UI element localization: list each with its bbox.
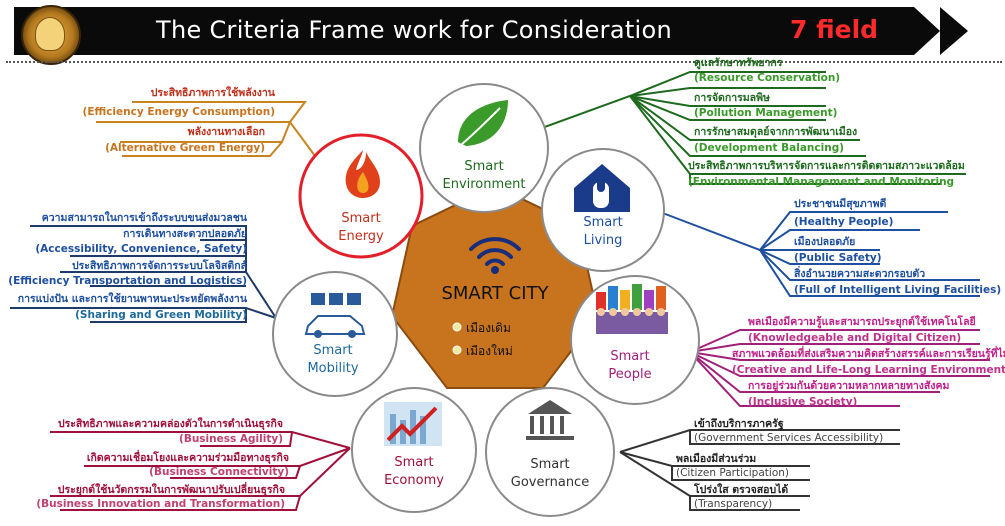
living-item-th: สิ่งอำนวยความสะดวกรอบตัว xyxy=(794,268,926,280)
seal-emblem-icon xyxy=(35,17,65,51)
car-icon xyxy=(304,293,366,338)
header-bar xyxy=(14,7,914,55)
energy-item-th: พลังงานทางเลือก xyxy=(187,126,265,138)
energy-item-en: (Efficiency Energy Consumption) xyxy=(82,106,275,118)
crowd-icon xyxy=(596,284,668,334)
government-building-icon xyxy=(526,400,574,440)
node-governance-circle xyxy=(485,387,615,517)
node-environment: Smart Environment xyxy=(442,158,525,194)
center-item-old-city: เมืองเดิม xyxy=(466,321,511,335)
environment-item-th: ดูแลรักษาทรัพยากร xyxy=(694,57,783,69)
living-item-th: เมืองปลอดภัย xyxy=(794,236,856,248)
living-item-en: (Public Safety) xyxy=(794,252,882,264)
leaf-icon xyxy=(458,100,508,146)
governance-item-en: (Government Services Accessibility) xyxy=(694,432,884,444)
people-item-th: สภาพแวดล้อมที่ส่งเสริมความคิดสร้างสรรค์แ… xyxy=(732,348,1005,360)
mobility-item-th: ประสิทธิภาพการจัดการระบบโลจิสติกส์ xyxy=(71,260,247,272)
node-label-line: Smart xyxy=(464,159,504,174)
node-people: Smart People xyxy=(608,348,651,384)
node-label-line: Smart xyxy=(530,457,570,472)
environment-item-th: ประสิทธิภาพการบริหารจัดการและการติดตามสภ… xyxy=(688,160,965,172)
people-item-en: (Inclusive Society) xyxy=(748,396,858,408)
living-item-en: (Full of Intelligent Living Facilities) xyxy=(794,284,1002,296)
node-economy: Smart Economy xyxy=(384,454,444,490)
node-label-line: Smart xyxy=(583,215,623,230)
page-title: The Criteria Frame work for Consideratio… xyxy=(156,16,673,44)
governance-item-th: เข้าถึงบริการภาครัฐ xyxy=(694,418,784,430)
node-label-line: Economy xyxy=(384,473,444,488)
node-label-line: Governance xyxy=(510,475,590,490)
environment-item-en: (Development Balancing) xyxy=(694,142,845,154)
node-living: Smart Living xyxy=(583,214,622,250)
environment-item-en: (Environmental Management and Monitoring xyxy=(688,176,955,188)
governance-item-th: โปร่งใส ตรวจสอบได้ xyxy=(694,484,789,496)
environment-item-th: การจัดการมลพิษ xyxy=(694,92,770,104)
node-governance: Smart Governance xyxy=(511,456,589,492)
node-mobility: Smart Mobility xyxy=(307,342,358,378)
living-item-th: ประชาชนมีสุขภาพดี xyxy=(794,198,887,210)
flame-icon xyxy=(345,150,380,198)
energy-connectors xyxy=(96,101,319,161)
center-title: SMART CITY xyxy=(441,283,549,304)
environment-item-en: (Resource Conservation) xyxy=(694,72,841,84)
node-economy-circle xyxy=(351,387,477,513)
people-item-en: (Knowledgeable and Digital Citizen) xyxy=(748,332,962,344)
people-item-en: (Creative and Life-Long Learning Environ… xyxy=(732,364,1005,376)
energy-item-en: (Alternative Green Energy) xyxy=(105,142,265,154)
royal-seal-logo xyxy=(21,5,81,65)
economy-item-th: เกิดความเชื่อมโยงและความร่วมมือทางธุรกิจ xyxy=(86,452,289,464)
mobility-item-th: การเดินทางสะดวกปลอดภัย xyxy=(123,228,247,240)
node-label-line: People xyxy=(608,367,652,382)
people-item-th: พลเมืองมีความรู้และสามารถประยุกต์ใช้เทคโ… xyxy=(748,316,976,328)
chevron-right-icon xyxy=(940,7,968,55)
wifi-icon xyxy=(469,237,521,266)
node-label-line: Mobility xyxy=(307,361,359,376)
economy-item-th: ประสิทธิภาพและความคล่องตัวในการดำเนินธุร… xyxy=(57,418,283,430)
node-label-line: Energy xyxy=(338,229,384,244)
bullet-icon xyxy=(452,345,462,355)
people-connectors xyxy=(689,329,990,407)
header-banner: The Criteria Frame work for Consideratio… xyxy=(14,5,976,65)
field-count: 7 field xyxy=(790,15,879,44)
node-label-line: Smart xyxy=(313,343,353,358)
mobility-item-en: (Efficiency Transportation and Logistics… xyxy=(8,275,247,287)
chevron-right-icon xyxy=(914,7,940,55)
environment-connectors xyxy=(541,71,966,185)
node-label-line: Smart xyxy=(610,349,650,364)
living-item-en: (Healthy People) xyxy=(794,216,894,228)
mobility-item-en: (Sharing and Green Mobility) xyxy=(75,309,247,321)
economy-item-en: (Business Innovation and Transformation) xyxy=(36,498,285,510)
house-touch-icon xyxy=(574,164,630,212)
governance-item-th: พลเมืองมีส่วนร่วม xyxy=(676,453,757,465)
economy-item-en: (Business Agility) xyxy=(179,433,283,445)
mobility-item-th: การแบ่งปัน และการใช้ยานพาหนะประหยัดพลังง… xyxy=(17,293,247,305)
mobility-connectors xyxy=(10,225,277,323)
environment-item-en: (Pollution Management) xyxy=(694,107,838,119)
living-connectors xyxy=(659,211,980,297)
economy-item-th: ประยุกต์ใช้นวัตกรรมในการพัฒนาปรับเปลี่ยน… xyxy=(57,484,285,496)
growth-chart-icon xyxy=(384,402,442,446)
governance-connectors xyxy=(619,429,900,511)
node-label-line: Smart xyxy=(394,455,434,470)
energy-item-th: ประสิทธิภาพการใช้พลังงาน xyxy=(150,87,275,99)
mobility-item-en: (Accessibility, Convenience, Safety) xyxy=(35,243,247,255)
node-label-line: Living xyxy=(583,233,623,248)
bullet-icon xyxy=(452,322,462,332)
governance-item-en: (Citizen Participation) xyxy=(676,467,789,479)
environment-item-th: การรักษาสมดุลย์จากการพัฒนาเมือง xyxy=(694,126,858,138)
mobility-item-th: ความสามารถในการเข้าถึงระบบขนส่งมวลชน xyxy=(41,212,247,224)
node-energy: Smart Energy xyxy=(338,210,384,246)
node-label-line: Environment xyxy=(442,177,526,192)
node-label-line: Smart xyxy=(341,211,381,226)
economy-item-en: (Business Connectivity) xyxy=(149,466,289,478)
people-item-th: การอยู่ร่วมกันด้วยความหลากหลายทางสังคม xyxy=(748,380,950,392)
divider xyxy=(6,61,1002,63)
node-environment-circle xyxy=(419,83,549,213)
wifi-dot xyxy=(491,266,499,274)
economy-connectors xyxy=(50,431,351,511)
governance-item-en: (Transparency) xyxy=(694,498,773,510)
center-item-new-city: เมืองใหม่ xyxy=(466,344,513,358)
